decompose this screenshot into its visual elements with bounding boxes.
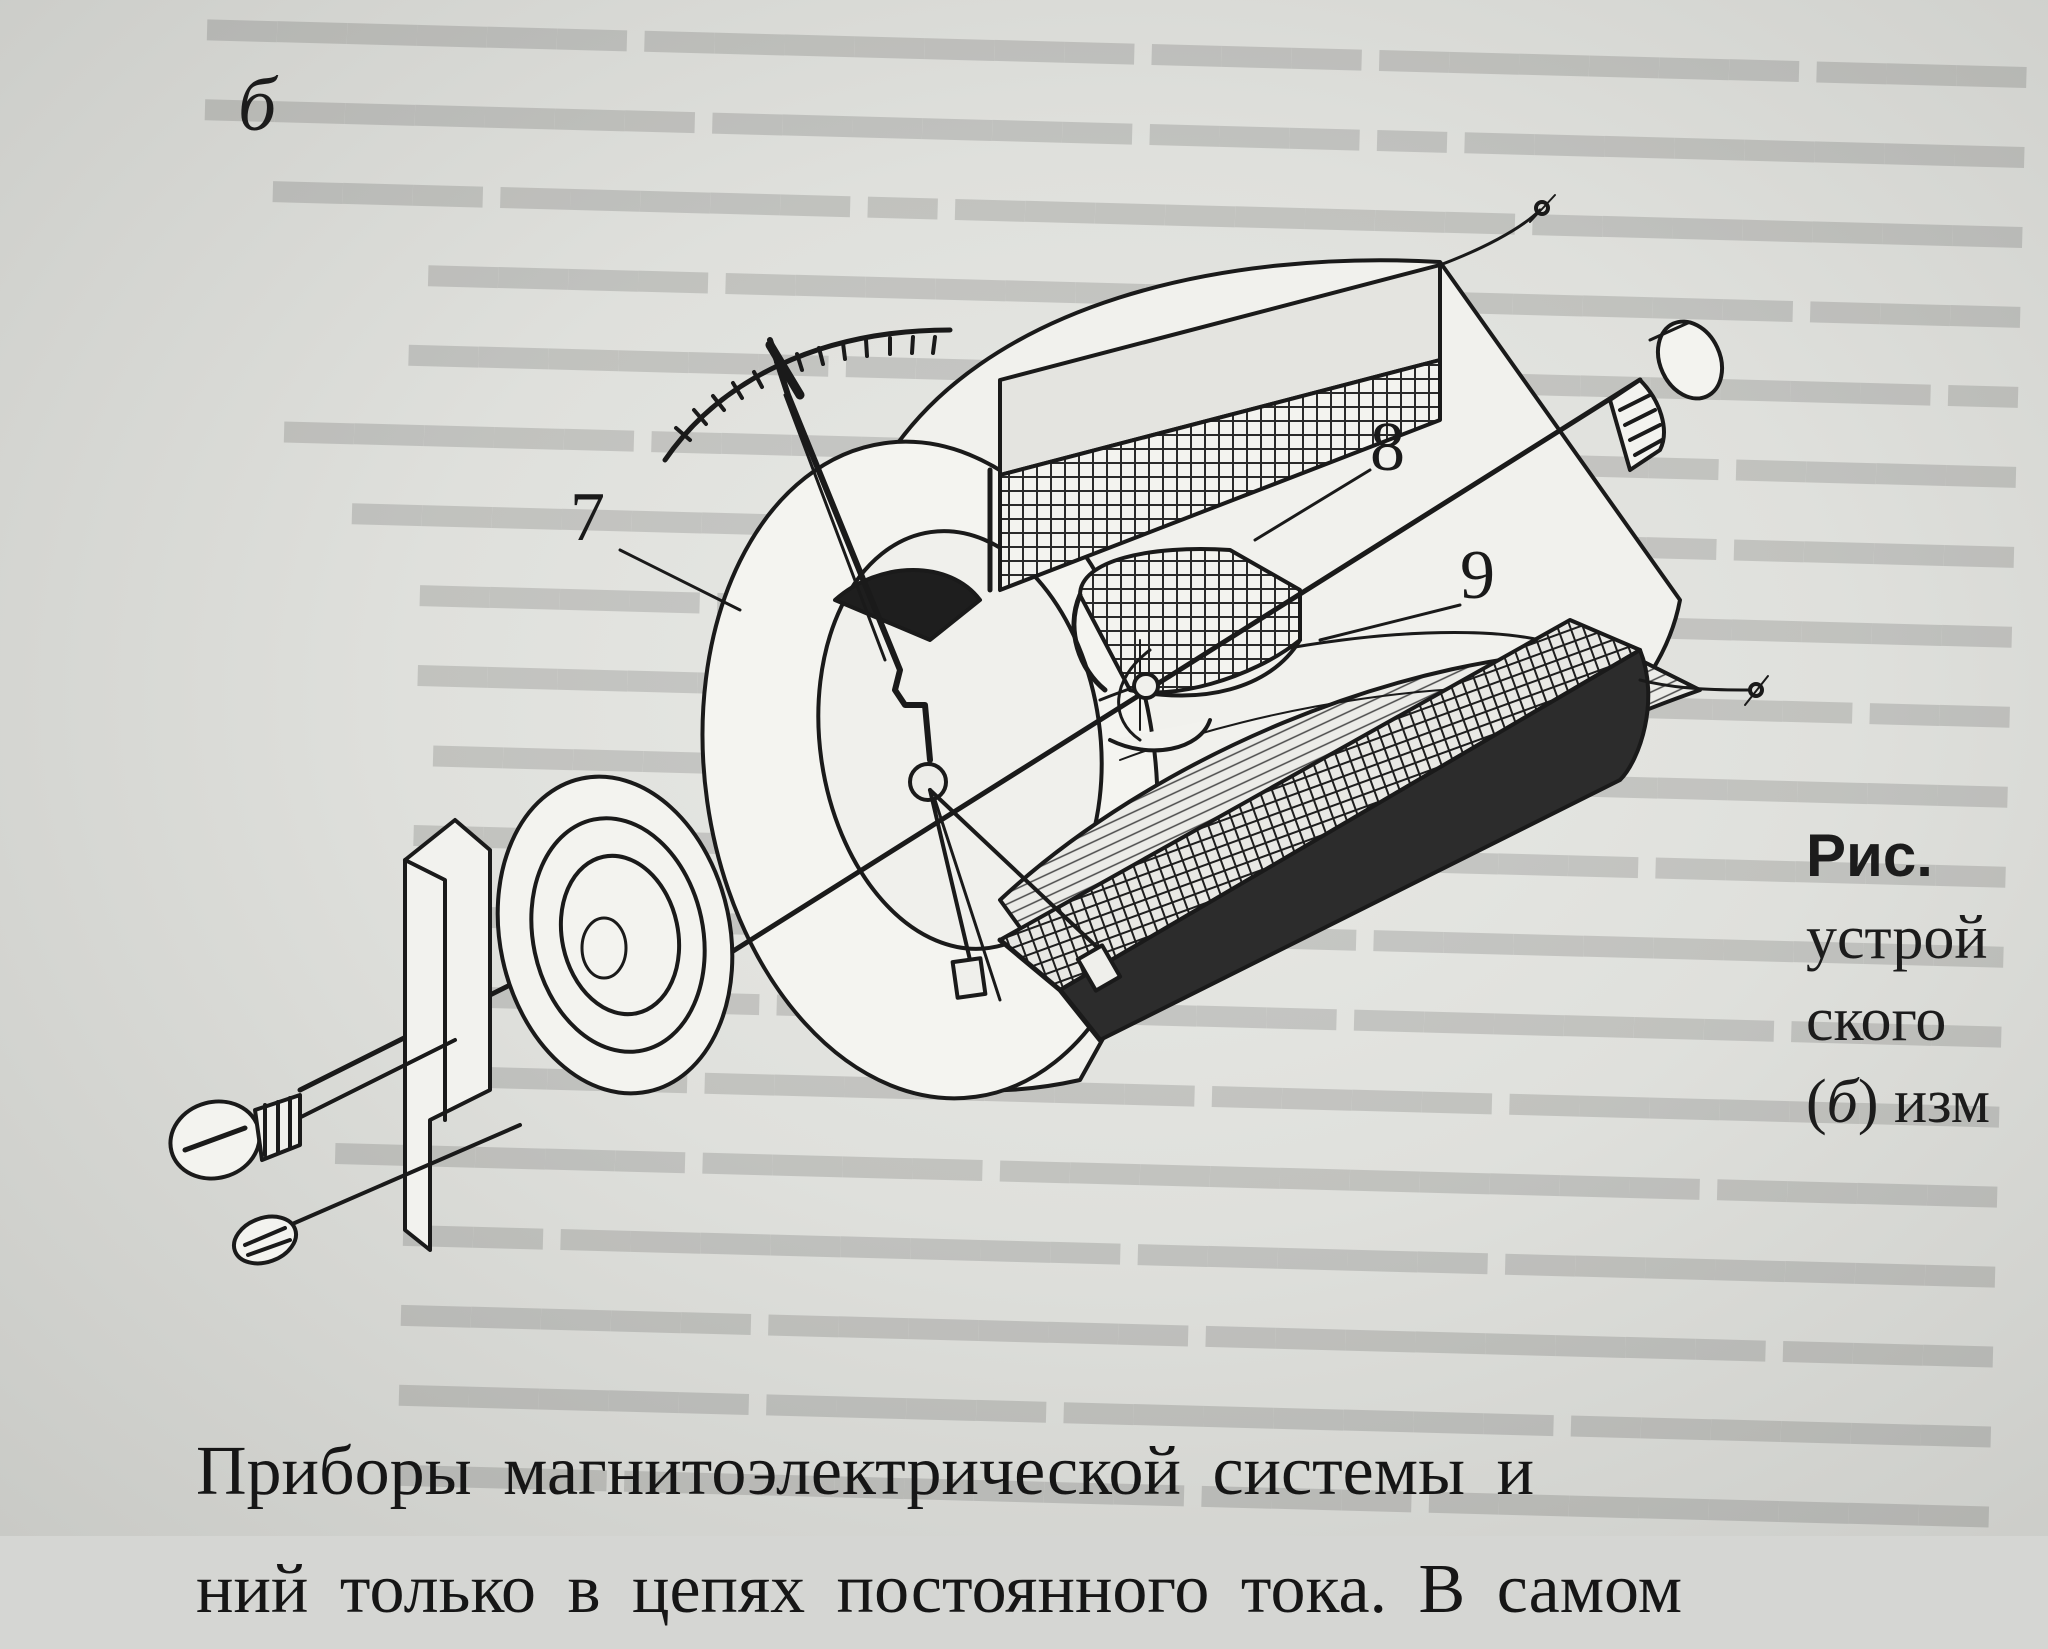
- caption-line-1: устрой: [1806, 904, 1988, 972]
- bottom-magnet-block: [997, 618, 1651, 1043]
- body-line-1: Приборы магнитоэлектрической системы и: [196, 1433, 1535, 1510]
- counterweight-arms: [928, 788, 1123, 1002]
- caption-title: Рис.: [1806, 822, 1933, 889]
- caption-line-3: (б) изм: [1806, 1068, 1991, 1136]
- magnetoelectric-mechanism-drawing: 7 8 9: [168, 194, 1769, 1266]
- figure-panel-label: б: [238, 63, 277, 147]
- rear-adjust-screw: [1608, 319, 1725, 472]
- front-adjust-screw: [168, 1038, 457, 1181]
- callout-7: 7: [570, 479, 605, 556]
- body-paragraph: Приборы магнитоэлектрической системы и н…: [196, 1413, 2048, 1649]
- caption-line-3-text: изм: [1894, 1068, 1991, 1136]
- top-magnet-block: [987, 263, 1442, 593]
- figure-caption: Рис. устрой ского (б) изм: [1806, 815, 2048, 1143]
- callout-8: 8: [1370, 409, 1405, 486]
- lead-wires: [1438, 194, 1769, 706]
- zero-corrector-pin: [232, 1123, 522, 1266]
- spiral-spring: [495, 774, 735, 1096]
- caption-line-2: ского: [1806, 986, 1947, 1054]
- body-line-2: ний только в цепях постоянного тока. В с…: [196, 1551, 1683, 1628]
- caption-panel-ref: б: [1826, 1068, 1858, 1136]
- callout-9: 9: [1460, 537, 1495, 614]
- pointer-and-scale: [662, 327, 953, 763]
- spring-bracket: [403, 818, 492, 1252]
- callout-leaders: [618, 468, 1462, 642]
